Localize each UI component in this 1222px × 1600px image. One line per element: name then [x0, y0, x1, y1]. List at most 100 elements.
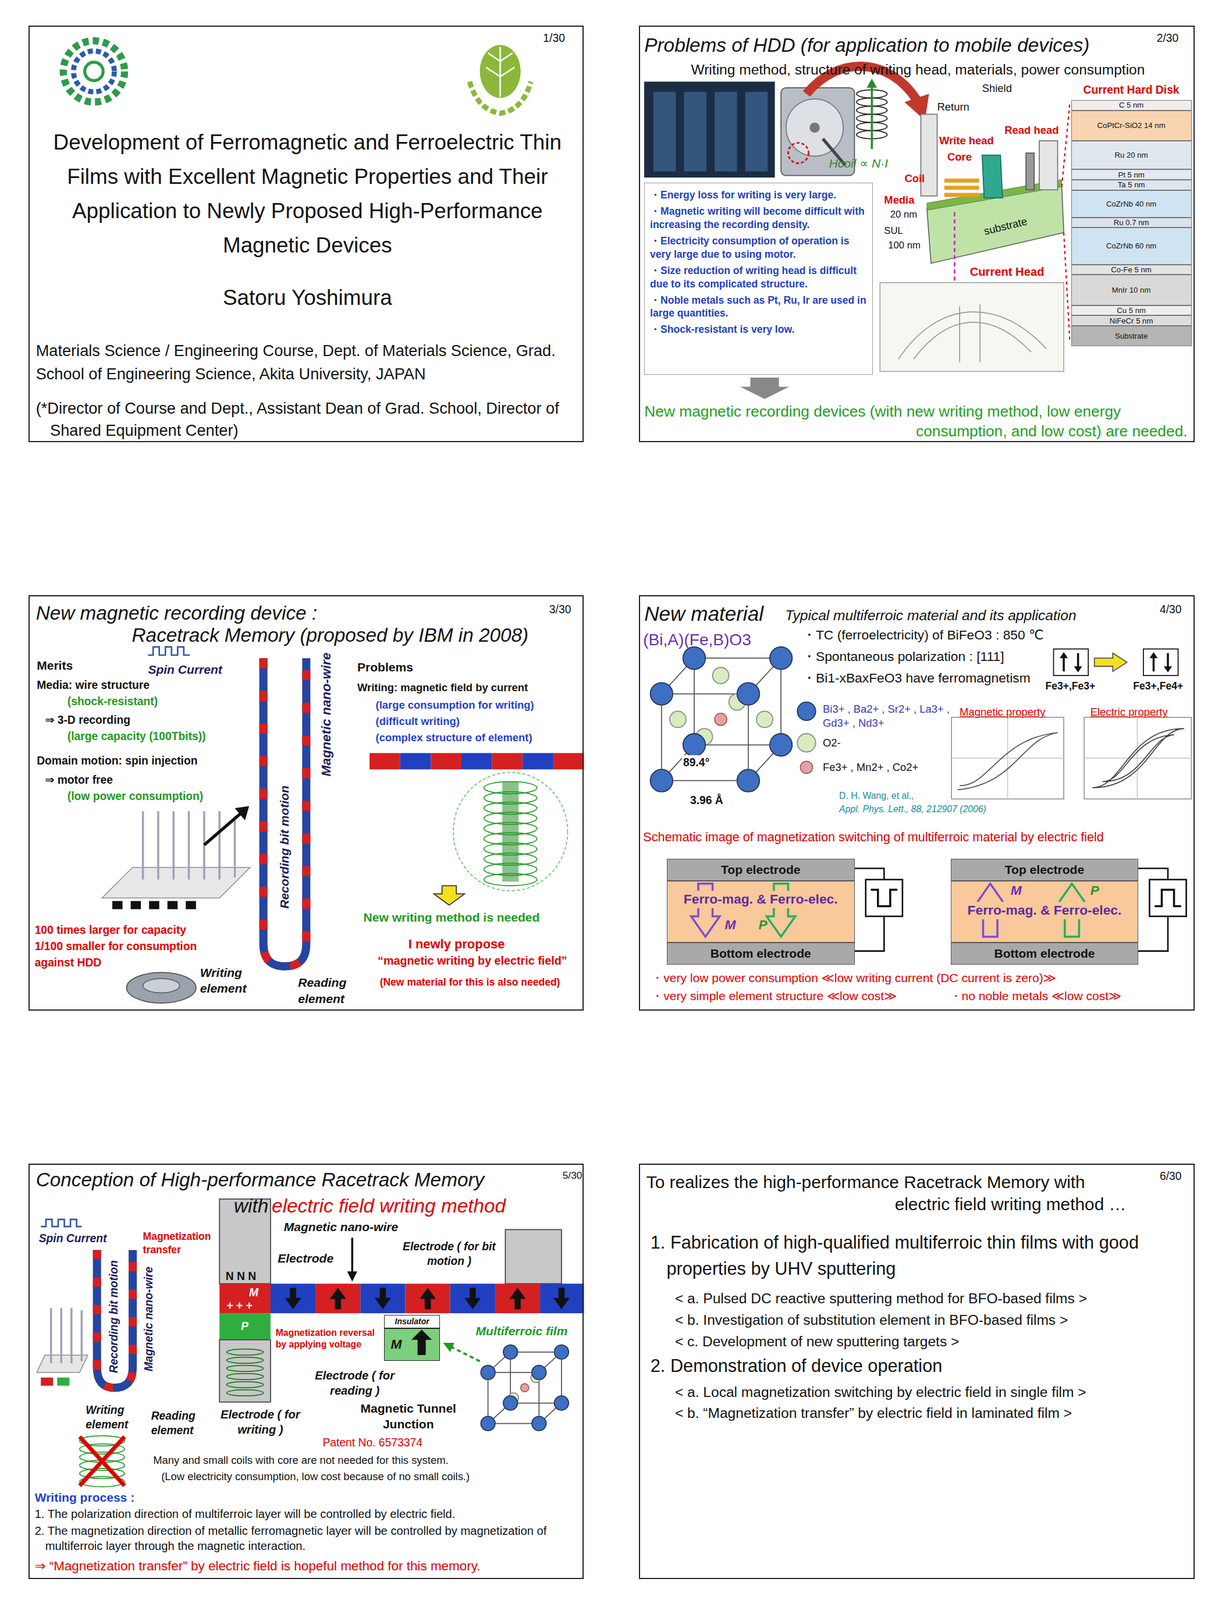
slide-frame: To realizes the high-performance Racetra…: [638, 1163, 1195, 1580]
node-text: ・Energy loss for writing is very large.: [649, 188, 868, 202]
annotation-text: Merits: [36, 657, 73, 674]
electrode-layer: Bottom electrode: [950, 942, 1139, 966]
goal-heading: 2. Demonstration of device operation: [650, 1354, 943, 1378]
layer-name: Top electrode: [1004, 862, 1085, 877]
annotation-text: Problems: [357, 659, 414, 676]
page-number: 3/30: [549, 602, 572, 617]
layer-name: Substrate: [1114, 332, 1148, 340]
annotation-text: Write head: [939, 133, 994, 148]
slide-subtitle: Writing method, structure of writing hea…: [640, 60, 1196, 80]
annotation-text: Read head: [1004, 123, 1059, 138]
layer-name: Cu 5 nm: [1116, 306, 1146, 315]
layer-name: Ferro-mag. & Ferro-elec.: [966, 901, 1124, 920]
annotation-text: Reading element: [151, 1408, 209, 1438]
annotation-text: Multiferroic film: [475, 1323, 568, 1339]
page-number: 5/30: [562, 1169, 583, 1183]
film-layer: Pt 5 nm: [1071, 169, 1192, 180]
layer-name: Bottom electrode: [710, 946, 812, 961]
slide-title: Racetrack Memory (proposed by IBM in 200…: [132, 622, 529, 648]
annotation-text: Hcoil ∝ N·I: [829, 155, 889, 172]
annotation-text: Recording bit motion: [276, 785, 293, 909]
magnetic-layer: M: [384, 1328, 440, 1362]
layer-name: Ru 0.7 nm: [1113, 218, 1150, 227]
annotation-text: (difficult writing): [375, 714, 460, 729]
annotation-text: 89.4°: [681, 755, 711, 770]
slide-title: To realizes the high-performance Racetra…: [646, 1171, 1127, 1217]
layer-name: M: [390, 1336, 402, 1354]
layer-name: Ta 5 nm: [1117, 180, 1146, 189]
film-layer: MnIr 10 nm: [1071, 274, 1192, 306]
layer-name: Top electrode: [720, 862, 801, 877]
annotation-text: Writing process :: [34, 1489, 136, 1506]
film-layer: Ru 0.7 nm: [1071, 217, 1192, 229]
annotation-text: Fe3+,Fe4+: [1132, 679, 1184, 694]
annotation-text: ・Spontaneous polarization : [111]: [802, 648, 1005, 666]
layer-name: MnIr 10 nm: [1112, 286, 1152, 294]
layer-name: Pt 5 nm: [1117, 171, 1145, 179]
layer-name: Insulator: [394, 1317, 429, 1326]
annotation-text: 1. The polarization direction of multife…: [34, 1506, 581, 1522]
annotation-text: P: [758, 916, 768, 934]
insulator-layer: Insulator: [384, 1315, 440, 1329]
annotation-text: Media: wire structure: [36, 677, 150, 693]
annotation-text: Magnetic nano-wire: [283, 1219, 399, 1235]
annotation-text: Electrode ( for reading ): [306, 1368, 404, 1399]
annotation-text: “magnetic writing by electric field”: [377, 953, 567, 969]
electrode-layer: Top electrode: [666, 858, 855, 882]
author-name: Satoru Yoshimura: [40, 283, 575, 312]
layer-name: Ferro-mag. & Ferro-elec.: [682, 890, 840, 909]
annotation-text: P: [1090, 882, 1100, 900]
layer-name: Bottom electrode: [993, 946, 1095, 961]
annotation-text: (Low electricity consumption, low cost b…: [161, 1469, 470, 1484]
annotation-text: 20 nm: [890, 208, 918, 222]
annotation-text: Fe3+,Fe3+: [1045, 679, 1096, 694]
annotation-text: ⇒ “Magnetization transfer” by electric f…: [34, 1557, 481, 1575]
multiferroic-layer: Ferro-mag. & Ferro-elec.: [666, 881, 855, 943]
annotation-text: Spin Current: [147, 661, 222, 678]
annotation-text: substrate: [982, 214, 1029, 240]
university-logos: [63, 40, 532, 114]
annotation-text: Shield: [982, 81, 1012, 96]
layer-name: C 5 nm: [1119, 101, 1144, 109]
annotation-text: Magnetic nano-wire: [318, 652, 336, 777]
goal-item: < c. Development of new sputtering targe…: [675, 1332, 959, 1352]
electrode-layer: Top electrode: [950, 858, 1139, 882]
annotation-text: Bi3+ , Ba2+ , Sr2+ , La3+ , Gd3+ , Nd3+: [822, 702, 951, 731]
annotation-text: Writing element: [85, 1402, 145, 1433]
annotation-text: Fe3+ , Mn2+ , Co2+: [822, 760, 919, 775]
annotation-text: Appl. Phys. Lett., 88, 212907 (2006): [839, 803, 987, 816]
annotation-text: Patent No. 6573374: [322, 1435, 423, 1451]
layer-name: CoPtCr-SiO2 14 nm: [1097, 121, 1166, 130]
layer-name: CoZrNb 40 nm: [1106, 200, 1157, 208]
annotation-text: 100 times larger for capacity: [34, 922, 187, 938]
annotation-text: against HDD: [34, 955, 102, 971]
page-number: 6/30: [1159, 1169, 1182, 1184]
annotation-text: O2-: [822, 736, 841, 751]
slide-frame: Development of Ferromagnetic and Ferroel…: [28, 25, 584, 443]
annotation-text: Writing: magnetic field by current: [357, 680, 528, 695]
annotation-text: Magnetic Tunnel Junction: [352, 1400, 465, 1433]
conclusion-text: New magnetic recording devices (with new…: [644, 401, 1188, 442]
affiliation: Materials Science / Engineering Course, …: [36, 339, 586, 387]
slide-title: with: [233, 1193, 269, 1219]
annotation-text: 100 nm: [887, 239, 921, 252]
multiferroic-illustration: [650, 647, 1192, 952]
annotation-text: + + +: [226, 1298, 253, 1314]
problem-list-box: ・Energy loss for writing is very large. ・…: [644, 182, 873, 375]
annotation-text: (low power consumption): [67, 789, 204, 804]
annotation-text: Coil: [904, 171, 925, 186]
annotation-text: ・very low power consumption ≪low writing…: [651, 970, 1057, 986]
annotation-text: (large consumption for writing): [375, 698, 535, 713]
film-layer: NiFeCr 5 nm: [1071, 315, 1192, 326]
node-text: ・Shock-resistant is very low.: [649, 322, 868, 337]
annotation-text: Many and small coils with core are not n…: [153, 1453, 449, 1468]
annotation-text: Reading element: [297, 974, 362, 1007]
annotation-text: ・very simple element structure ≪low cost…: [651, 988, 897, 1004]
annotation-text: ⇒ motor free: [44, 772, 113, 788]
annotation-text: M: [1010, 882, 1022, 900]
page-number: 4/30: [1159, 602, 1182, 617]
annotation-text: P: [240, 1319, 249, 1334]
annotation-text: Schematic image of magnetization switchi…: [643, 829, 1104, 846]
annotation-text: (complex structure of element): [375, 730, 533, 745]
